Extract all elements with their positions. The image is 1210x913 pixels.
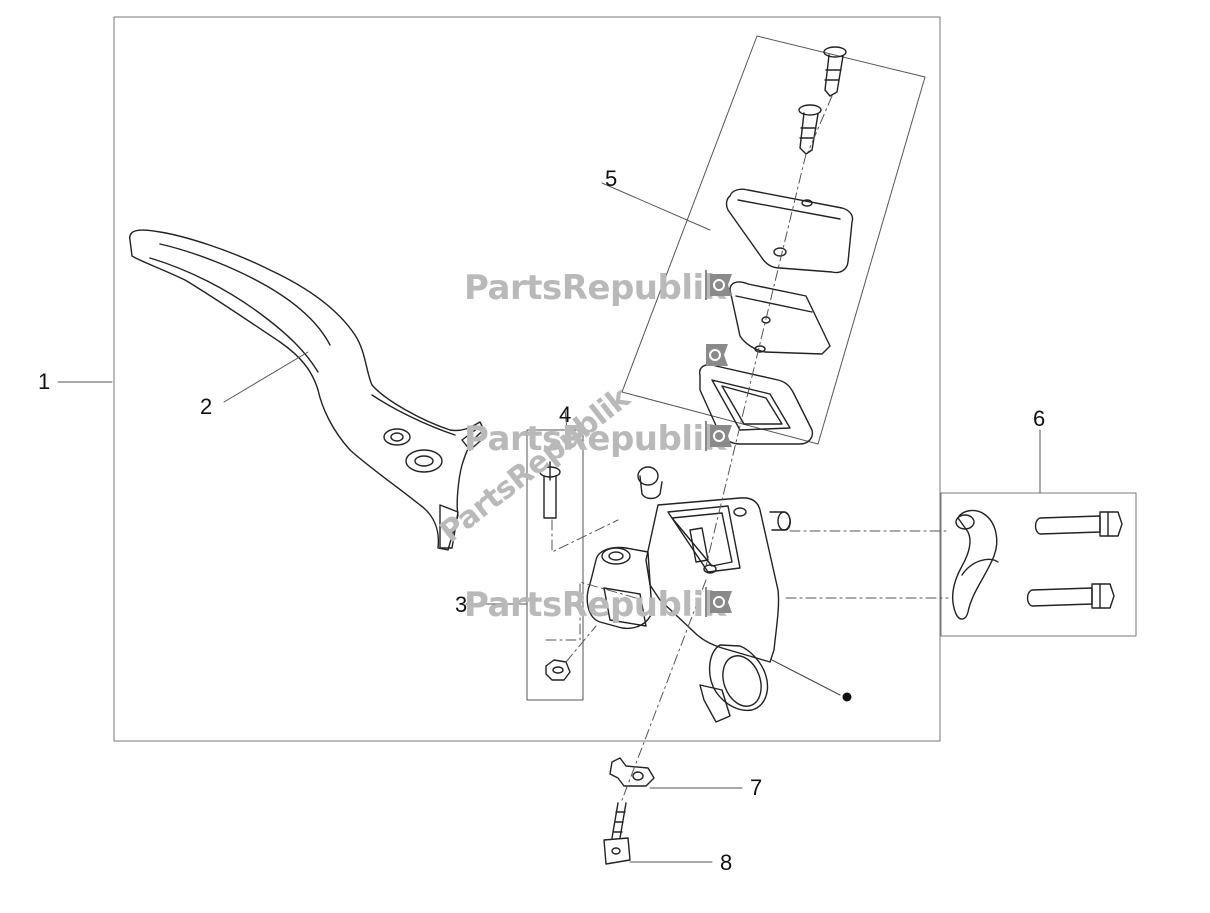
callout-4: 4 <box>559 402 572 427</box>
callout-8: 8 <box>720 850 733 875</box>
reservoir-plate <box>729 281 831 355</box>
assembly-frame <box>113 16 941 742</box>
pivot-bolt <box>539 461 561 519</box>
bleed-screw-cap <box>609 757 655 787</box>
reservoir-cap <box>725 188 854 274</box>
reservoir-cover-screw-top <box>823 46 847 97</box>
master-cylinder-body <box>586 497 841 723</box>
brake-lever <box>129 229 487 551</box>
watermark-text: PartsRepublik <box>464 419 726 459</box>
watermark-gear-icon <box>705 421 732 451</box>
adjuster-knob <box>637 466 663 500</box>
callout-2: 2 <box>200 394 213 419</box>
leader-line-5 <box>601 182 711 231</box>
clamp-subframe <box>940 492 1137 637</box>
watermark-gear-icon <box>705 270 732 300</box>
clamp-bolt-lower <box>1026 583 1115 609</box>
callout-7: 7 <box>750 775 763 800</box>
reservoir-subframe <box>621 35 926 445</box>
watermark-text: PartsRepublik <box>464 268 726 308</box>
leader-line-4 <box>564 409 568 431</box>
handlebar-clamp <box>951 509 999 620</box>
assembly-guides <box>545 95 949 801</box>
callout-6: 6 <box>1033 406 1046 431</box>
bleed-bolt <box>603 802 631 865</box>
watermark-gear-icon <box>706 344 728 366</box>
leader-line-2 <box>223 351 309 403</box>
watermark-gear-icon <box>705 587 732 617</box>
callout-1: 1 <box>38 369 51 394</box>
callout-3: 3 <box>455 592 468 617</box>
callout-5: 5 <box>605 166 618 191</box>
pivot-nut <box>545 659 571 681</box>
bolt-subframe <box>526 429 584 701</box>
clamp-bolt-upper <box>1034 511 1123 537</box>
marker-dot <box>842 692 852 702</box>
watermark-text: PartsRepublik <box>464 585 726 625</box>
